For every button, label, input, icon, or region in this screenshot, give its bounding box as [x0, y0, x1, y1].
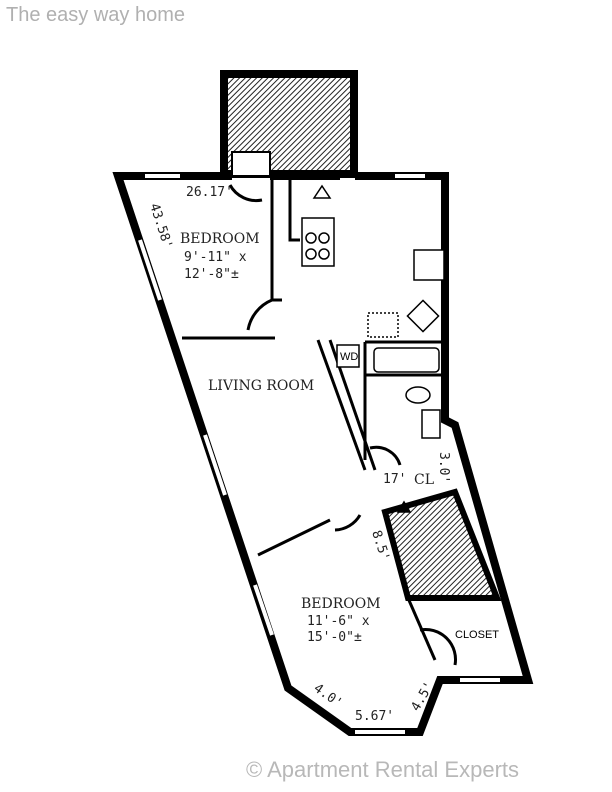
header-title: The easy way home — [6, 4, 185, 26]
dim-bay-mid: 5.67' — [355, 709, 394, 724]
wd-label: WD — [340, 351, 358, 363]
living-room-label: LIVING ROOM — [208, 378, 314, 394]
watermark: © Apartment Rental Experts — [246, 757, 520, 782]
closet-label: CLOSET — [455, 629, 499, 641]
bedroom1-label: BEDROOM — [180, 231, 260, 247]
dim-left: 43.58' — [146, 202, 175, 251]
bedroom1-dim1: 9'-11" x — [184, 250, 247, 265]
dim-top: 26.17' — [186, 185, 233, 200]
bedroom2-label: BEDROOM — [301, 596, 381, 612]
dim-cl-left: 17' — [383, 472, 406, 487]
washer-dryer — [336, 344, 360, 368]
bedroom2-dim2: 15'-0"± — [307, 630, 362, 645]
fixtures — [301, 184, 445, 513]
bedroom2-dim1: 11'-6" x — [307, 614, 370, 629]
dim-cl-right: 3.0' — [436, 452, 451, 483]
bedroom1-dim2: 12'-8"± — [184, 267, 239, 282]
cl-label: CL — [414, 472, 434, 488]
exterior-wall — [112, 172, 534, 736]
windows — [138, 174, 500, 734]
